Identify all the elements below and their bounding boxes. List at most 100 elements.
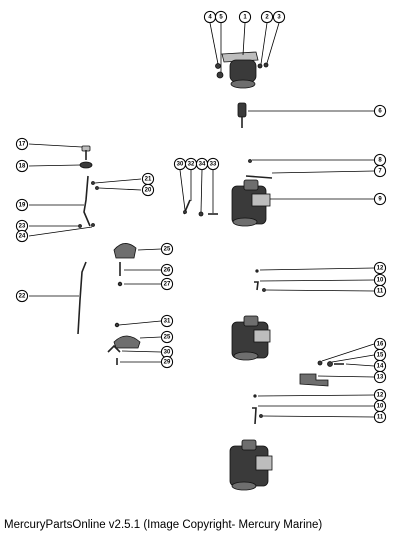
callout-number: 29 — [164, 359, 171, 365]
callout-c-25b: 25 — [160, 330, 174, 344]
callout-c-22: 22 — [15, 289, 29, 303]
top-cover-assembly — [215, 51, 269, 89]
callout-c-4a: 4 — [203, 10, 217, 24]
callout-c-9: 9 — [373, 192, 387, 206]
callout-circle — [373, 410, 387, 424]
callout-number: 8 — [378, 157, 382, 163]
carburetor-upper — [231, 159, 375, 227]
part-6-plunger — [237, 102, 374, 128]
callout-number: 26 — [164, 267, 171, 273]
callout-c-17: 17 — [15, 137, 29, 151]
carburetor-lower — [229, 439, 273, 491]
callout-number: 16 — [377, 341, 384, 347]
callout-c-7: 7 — [373, 164, 387, 178]
callout-number: 30 — [164, 349, 171, 355]
callout-circle — [15, 289, 29, 303]
elbow-fitting-group — [299, 343, 375, 387]
callout-c-14: 14 — [373, 359, 387, 373]
callout-circle — [373, 370, 387, 384]
callout-number: 2 — [265, 14, 269, 20]
callout-c-12a: 12 — [373, 261, 387, 275]
image-caption: MercuryPartsOnline v2.5.1 (Image Copyrig… — [4, 519, 323, 531]
left-linkage — [28, 143, 142, 237]
callout-c-27: 27 — [160, 277, 174, 291]
callout-number: 24 — [19, 233, 26, 239]
callout-number: 5 — [219, 14, 223, 20]
callout-circle — [15, 229, 29, 243]
lead-lines-top — [209, 22, 280, 72]
callout-c-3: 3 — [272, 10, 286, 24]
carburetor-middle — [231, 315, 271, 361]
callout-c-5a: 5 — [214, 10, 228, 24]
callout-c-12b: 12 — [373, 388, 387, 402]
callout-c-11b: 11 — [373, 410, 387, 424]
callout-circle — [373, 261, 387, 275]
callout-c-18: 18 — [15, 159, 29, 173]
callout-number: 22 — [19, 293, 26, 299]
callout-c-8a: 8 — [373, 153, 387, 167]
callout-number: 21 — [145, 176, 152, 182]
callout-number: 32 — [188, 161, 195, 167]
callout-number: 34 — [199, 161, 206, 167]
callout-circle — [15, 159, 29, 173]
callout-c-20a: 20 — [141, 183, 155, 197]
callout-c-24: 24 — [15, 229, 29, 243]
callout-number: 4 — [208, 14, 212, 20]
callout-number: 30 — [177, 161, 184, 167]
right-lower-small-parts — [252, 394, 375, 425]
callout-number: 33 — [210, 161, 217, 167]
callout-number: 9 — [378, 196, 382, 202]
callout-number: 18 — [19, 163, 26, 169]
callout-c-6: 6 — [373, 104, 387, 118]
callout-circle — [160, 263, 174, 277]
callout-number: 17 — [19, 141, 26, 147]
callout-c-21a: 21 — [141, 172, 155, 186]
callout-c-34: 34 — [195, 157, 209, 171]
callout-number: 11 — [377, 288, 384, 294]
callout-circle — [214, 10, 228, 24]
callout-c-31: 31 — [160, 314, 174, 328]
callout-c-25a: 25 — [160, 242, 174, 256]
callout-c-32: 32 — [184, 157, 198, 171]
callout-circle — [206, 157, 220, 171]
callout-circle — [373, 164, 387, 178]
callout-number: 7 — [378, 168, 382, 174]
callout-circle — [15, 198, 29, 212]
callout-circle — [141, 183, 155, 197]
callout-number: 27 — [164, 281, 171, 287]
callout-circle — [260, 10, 274, 24]
small-parts-group — [179, 169, 218, 217]
callout-number: 25 — [164, 334, 171, 340]
callout-c-2: 2 — [260, 10, 274, 24]
callout-circle — [373, 104, 387, 118]
callout-number: 12 — [377, 265, 384, 271]
callout-c-19: 19 — [15, 198, 29, 212]
callout-circle — [160, 355, 174, 369]
callout-number: 3 — [277, 14, 281, 20]
callout-number: 10 — [377, 403, 384, 409]
callout-circle — [160, 242, 174, 256]
callout-circle — [160, 314, 174, 328]
callout-c-15: 15 — [373, 348, 387, 362]
callout-number: 19 — [19, 202, 26, 208]
callout-circle — [373, 284, 387, 298]
callout-circle — [160, 277, 174, 291]
callout-number: 11 — [377, 414, 384, 420]
callout-c-1: 1 — [238, 10, 252, 24]
callout-number: 1 — [243, 14, 247, 20]
middle-left-parts — [113, 243, 162, 287]
part-22-arm — [29, 261, 87, 335]
callout-circle — [272, 10, 286, 24]
callout-c-10b: 10 — [373, 399, 387, 413]
callout-number: 15 — [377, 352, 384, 358]
callout-number: 31 — [164, 318, 171, 324]
callout-number: 14 — [377, 363, 384, 369]
callout-number: 10 — [377, 277, 384, 283]
callout-circle — [15, 137, 29, 151]
callout-c-16: 16 — [373, 337, 387, 351]
callout-c-29: 29 — [160, 355, 174, 369]
callout-number: 6 — [378, 108, 382, 114]
callout-circle — [238, 10, 252, 24]
callout-c-13: 13 — [373, 370, 387, 384]
